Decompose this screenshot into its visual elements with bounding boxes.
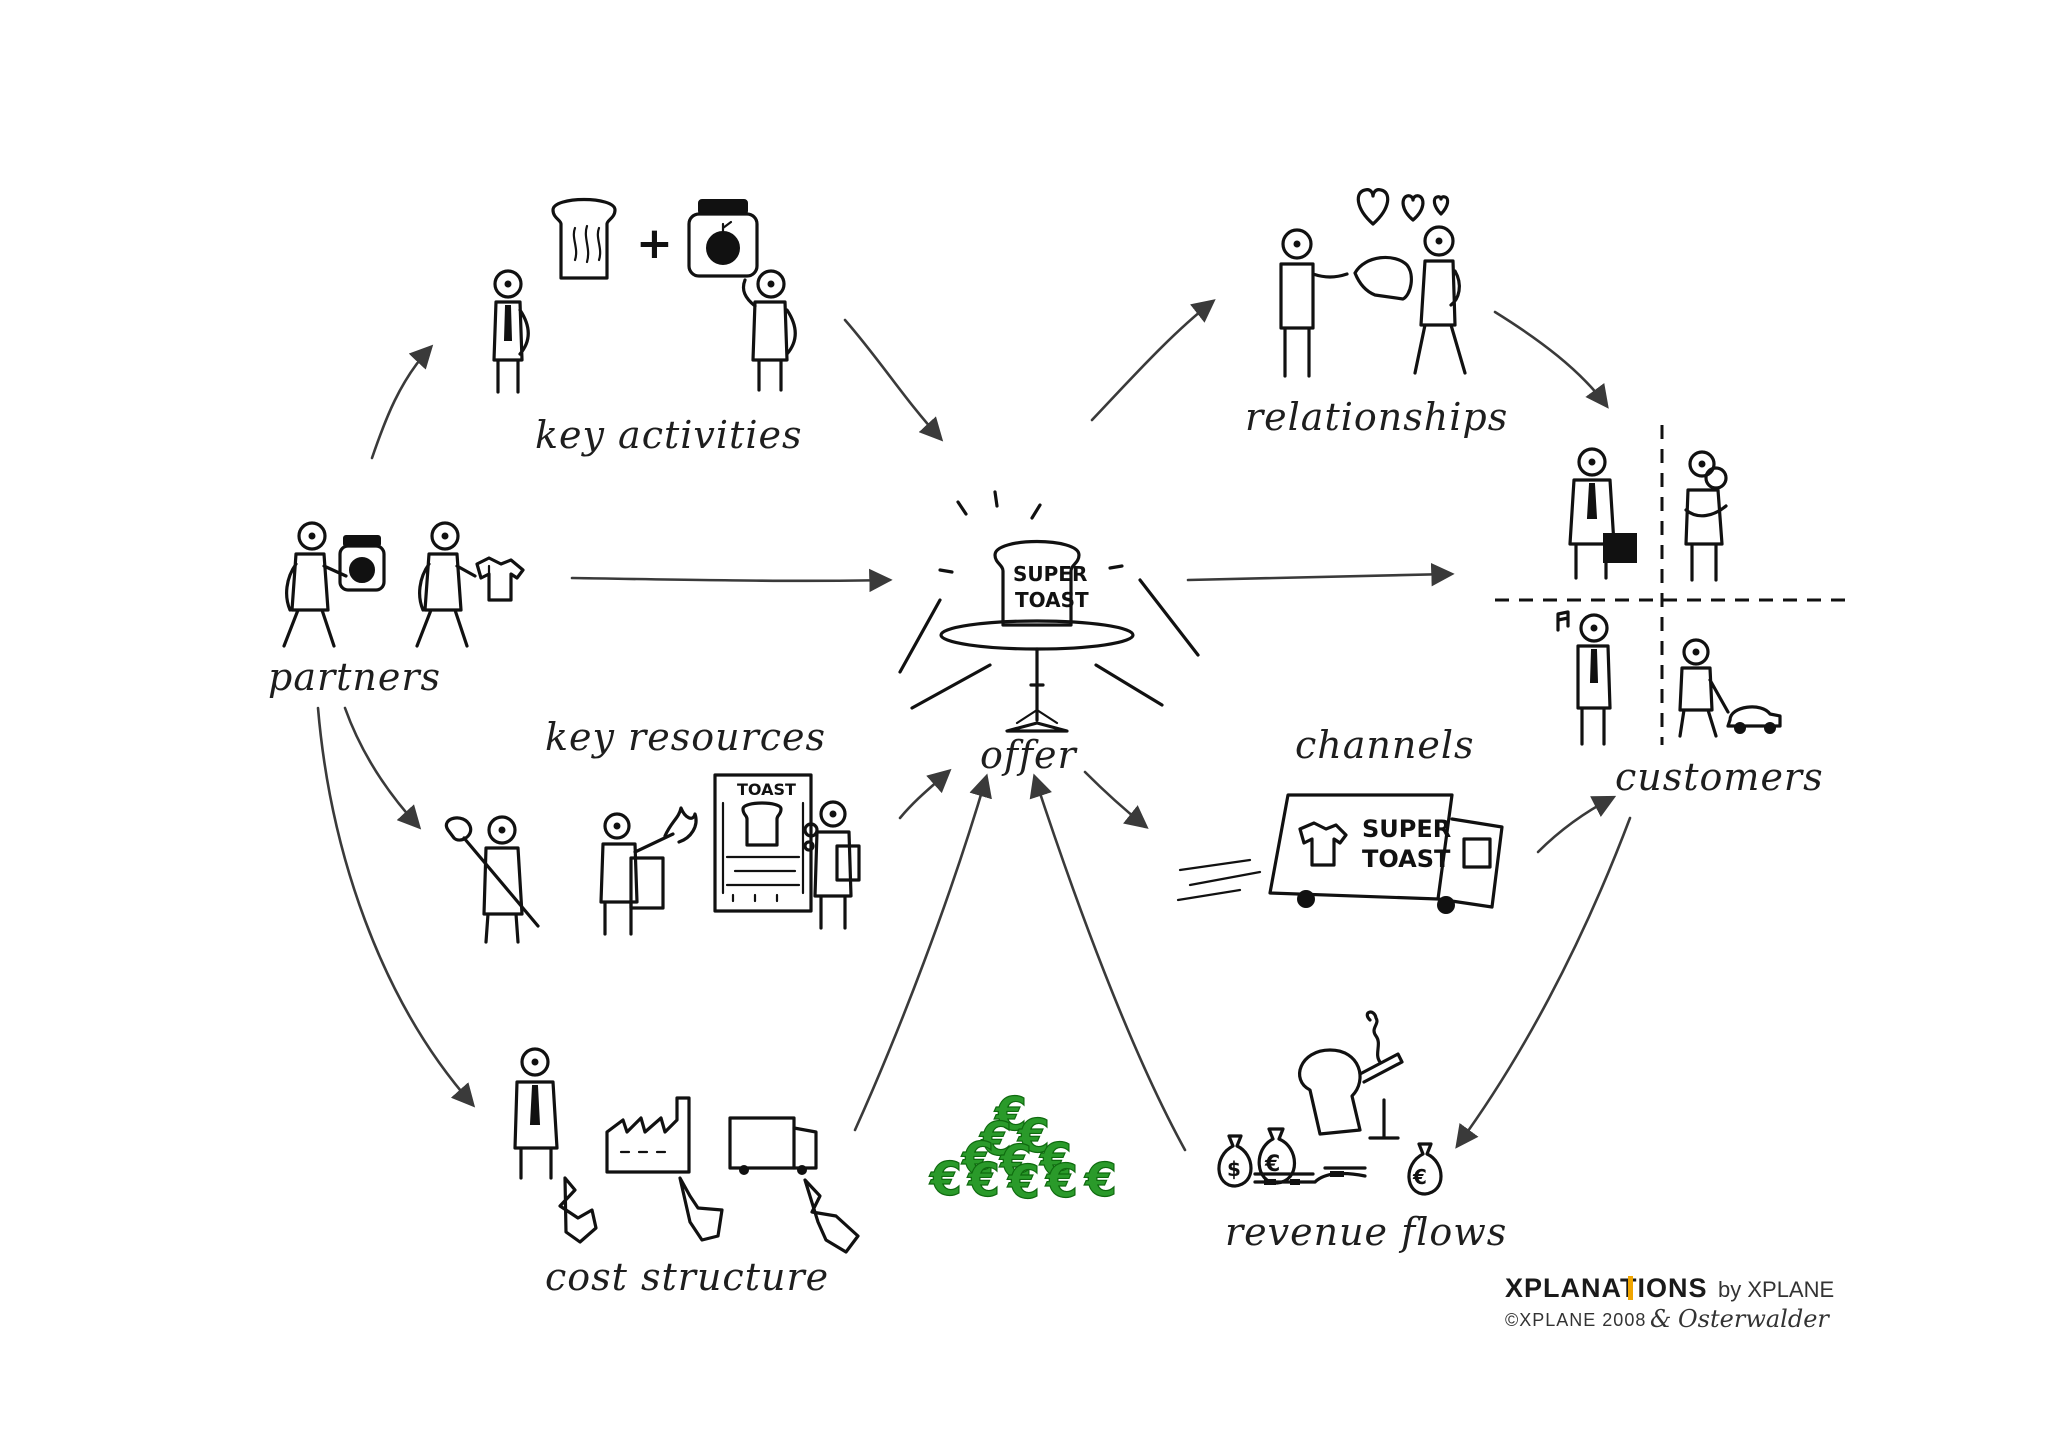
arrow-cost-structure-to-offer	[853, 773, 992, 1132]
money-bag-icon: $	[1217, 1134, 1253, 1188]
person-with-toy-car-customer-figure	[1678, 638, 1782, 738]
partner-with-shirts-figure	[415, 521, 525, 648]
brand-osterwalder: Osterwalder	[1678, 1305, 1830, 1333]
arrow-revenue-to-offer	[1029, 773, 1187, 1152]
partner-with-jar-figure	[282, 521, 386, 648]
plus-sign: +	[636, 218, 673, 269]
euro-symbol: €	[999, 1135, 1032, 1189]
super-toast-pedestal-icon: SUPER TOAST	[939, 540, 1135, 733]
brand-accent-bar	[1628, 1276, 1633, 1300]
revenue-flows-block: $ € € revenue flows	[1217, 1010, 1507, 1254]
euro-symbol: €	[1084, 1153, 1117, 1207]
arrow-channels-to-customers	[1536, 795, 1617, 854]
toast-blueprint-poster-icon: TOAST	[713, 773, 813, 913]
hearts-icon	[1356, 188, 1450, 226]
euro-symbol: €	[967, 1153, 1000, 1207]
money-bag-currency: €	[1264, 1152, 1280, 1177]
coin-stacks-icon	[1253, 1166, 1367, 1185]
factory-icon	[605, 1096, 691, 1174]
brand-xplanations: XPLANATIONS	[1505, 1273, 1708, 1303]
brand-copyright: ©XPLANE 2008	[1505, 1310, 1646, 1330]
xplane-branding: XPLANATIONS by XPLANE ©XPLANE 2008 & Ost…	[1505, 1273, 1834, 1333]
relationships-block: relationships	[1245, 188, 1508, 439]
euro-pile-icon: € € € € € € € € € € €	[928, 1086, 1117, 1209]
cost-structure-block: cost structure	[513, 1047, 860, 1299]
svg-text:$: $	[1227, 1157, 1241, 1181]
worker-figure-left	[492, 269, 530, 394]
customers-block: customers	[1495, 425, 1852, 799]
arrow-relationships-to-customers	[1493, 310, 1609, 409]
speed-lines	[1176, 858, 1262, 902]
toast-with-fork-icon	[1298, 1010, 1404, 1140]
partners-block: partners	[268, 521, 525, 699]
offer-block: SUPER TOAST offer	[898, 490, 1200, 777]
arrow-partners-to-key-activities	[370, 344, 434, 460]
price-tag-icon	[803, 1178, 860, 1254]
arrow-partners-to-cost-structure	[316, 706, 476, 1108]
label-partners: partners	[268, 655, 441, 699]
euro-symbol: €	[961, 1132, 994, 1186]
brand-amp: &	[1650, 1305, 1671, 1333]
scientist-with-clipboard-figure	[803, 800, 861, 930]
arrow-partners-to-offer	[570, 568, 893, 593]
inventor-with-torch-figure	[599, 806, 698, 936]
key-resources-block: key resources TOAST	[444, 715, 861, 944]
money-bag-currency: €	[1412, 1165, 1427, 1189]
label-offer: offer	[980, 733, 1078, 777]
euro-symbol: €	[929, 1152, 962, 1206]
truck-sign-line2: TOAST	[1362, 845, 1451, 873]
money-bag-icon: €	[1407, 1142, 1443, 1196]
label-cost-structure: cost structure	[545, 1255, 829, 1299]
price-tags	[558, 1176, 860, 1254]
label-revenue-flows: revenue flows	[1225, 1210, 1507, 1254]
arrow-partners-to-key-resources	[343, 706, 422, 830]
label-key-activities: key activities	[535, 413, 802, 457]
arrow-key-activities-to-offer	[843, 318, 944, 442]
arrow-offer-to-customers	[1186, 562, 1455, 587]
euro-symbol: €	[1017, 1109, 1050, 1163]
person-giving-figure	[1279, 228, 1349, 378]
worker-figure-right	[741, 269, 797, 392]
euro-symbol: €	[1039, 1133, 1072, 1187]
flow-arrows	[316, 299, 1632, 1152]
radiating-lines	[898, 490, 1200, 710]
truck-sign-line1: SUPER	[1362, 815, 1451, 843]
mother-with-baby-customer-figure	[1684, 450, 1728, 582]
poster-title: TOAST	[737, 780, 796, 799]
channels-block: channels SUPER TOAST	[1176, 723, 1504, 914]
person-with-shovel-figure	[444, 815, 540, 944]
euro-symbol: €	[1007, 1155, 1040, 1209]
label-channels: channels	[1295, 723, 1475, 767]
bread-slice-icon	[551, 197, 617, 280]
person-receiving-figure	[1353, 225, 1467, 375]
euro-symbol: €	[979, 1112, 1012, 1166]
arrow-offer-to-relationships	[1090, 299, 1216, 422]
brand-by-xplane: by XPLANE	[1718, 1277, 1834, 1302]
super-toast-delivery-truck-icon: SUPER TOAST	[1268, 793, 1504, 914]
label-customers: customers	[1615, 755, 1824, 799]
price-tag-icon	[558, 1176, 598, 1244]
jam-jar-icon	[687, 199, 759, 278]
label-relationships: relationships	[1245, 395, 1508, 439]
key-activities-block: + key activities	[492, 197, 802, 457]
executive-figure	[513, 1047, 559, 1180]
arrow-customers-to-revenue	[1455, 816, 1632, 1149]
offer-sign-line1: SUPER	[1013, 562, 1087, 586]
offer-sign-line2: TOAST	[1015, 588, 1089, 612]
arrow-offer-to-channels	[1083, 770, 1149, 829]
music-listener-customer-figure	[1556, 610, 1612, 746]
euro-symbol: €	[994, 1087, 1027, 1141]
price-tag-icon	[678, 1176, 724, 1242]
arrow-key-resources-to-offer	[898, 768, 952, 820]
businessman-customer-figure	[1568, 447, 1637, 580]
label-key-resources: key resources	[545, 715, 826, 759]
euro-symbol: €	[1045, 1154, 1078, 1208]
delivery-truck-small-icon	[728, 1116, 818, 1175]
